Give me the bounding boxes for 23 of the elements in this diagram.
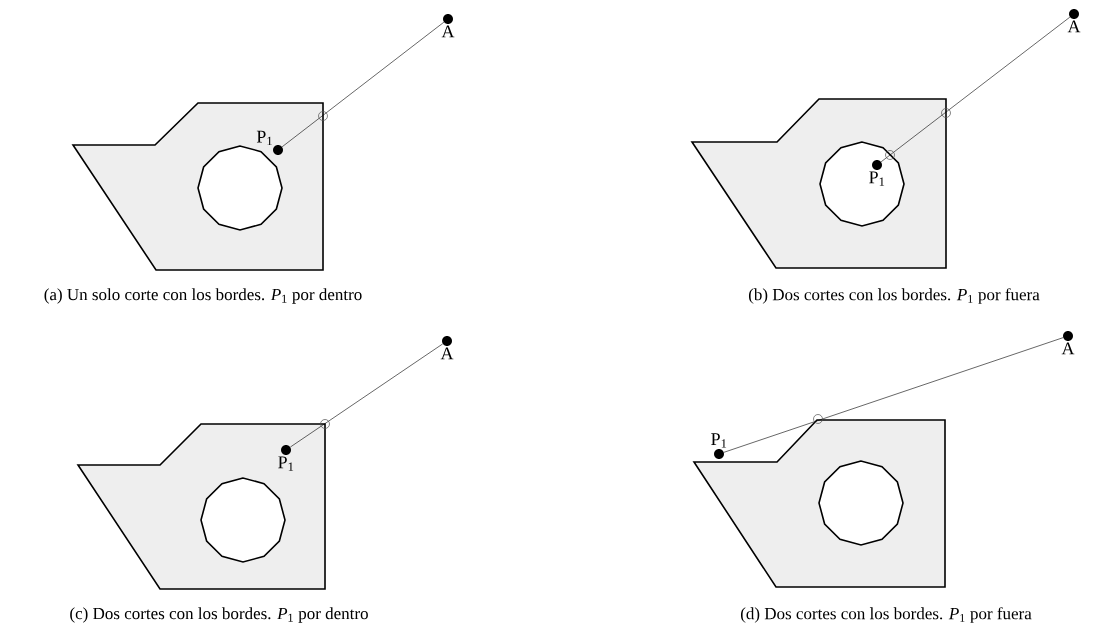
figure-caption: (d) Dos cortes con los bordes. P$_{1}$ por fuera [740, 607, 1032, 623]
node-label: P$_{1}$ [278, 456, 294, 471]
figure-caption: (c) Dos cortes con los bordes. P$_{1}$ por dentro [70, 607, 368, 623]
labeled-point: P$_{1}$ [711, 433, 727, 459]
labeled-point: A [441, 14, 455, 38]
figure-caption: (b) Dos cortes con los bordes. P$_{1}$ por fuera [748, 288, 1040, 304]
node-label: A [441, 25, 455, 38]
node-label: A [1061, 342, 1075, 355]
node-label: A [440, 347, 454, 360]
node-label: P$_{1}$ [256, 130, 272, 146]
labeled-point: A [440, 336, 454, 360]
labeled-point: A [1067, 9, 1081, 33]
labeled-point: P$_{1}$ [256, 130, 283, 155]
node-label: A [1067, 20, 1081, 33]
line-segment [281, 21, 445, 148]
node-label: P$_{1}$ [711, 433, 727, 448]
labeled-point: P$_{1}$ [278, 445, 294, 471]
labeled-point: P$_{1}$ [869, 160, 885, 186]
labeled-point: A [1061, 331, 1075, 355]
node-label: P$_{1}$ [869, 171, 885, 186]
figure-caption: (a) Un solo corte con los bordes. P$_{1}$ por dentro [44, 288, 362, 304]
line-segment [723, 337, 1064, 453]
line-segment [290, 343, 443, 448]
